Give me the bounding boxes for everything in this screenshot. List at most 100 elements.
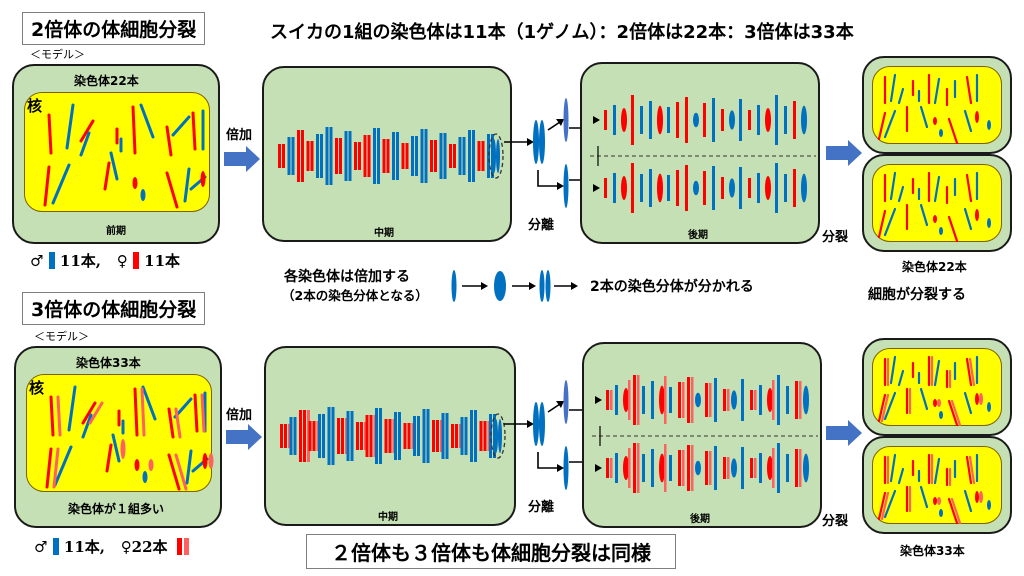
chromosome [310,141,314,171]
chromosome [933,175,941,203]
chromosome [140,189,146,201]
chromosome [963,489,973,513]
chromosome [388,419,392,453]
chromosome [470,410,473,462]
daughter-cell-1 [862,56,1012,154]
chromosome [449,144,452,168]
chromosome [105,443,113,473]
diploid-anaphase-cell: 後期 [580,62,820,244]
chromosome [329,127,333,185]
prophase-chromosomes [43,103,207,209]
chromosome [420,129,424,183]
chromosome [606,458,609,478]
chromosome [405,143,409,169]
chromosome [481,141,485,171]
chromosome [52,447,60,489]
chromosome [167,453,181,491]
chromosome [200,171,206,187]
chromosome [759,385,762,415]
chromosome [801,105,807,135]
double-arrow-icon [224,146,260,172]
chromosome [51,163,71,205]
chromosome [610,390,613,410]
chromosome [441,413,445,459]
chromosome [439,133,443,179]
chromosome [659,453,665,483]
chromosome [799,381,802,419]
chromosome [335,138,338,174]
chromosome [739,99,742,141]
chromosome [649,169,652,207]
chromosome [193,393,199,433]
chromosome [479,421,483,451]
chromosome [348,131,352,181]
chromosome [693,112,699,128]
chromosome [786,454,789,482]
chromosome [682,450,685,486]
chromosome [458,137,462,175]
chromosome [731,390,737,410]
chromosome [767,456,773,480]
daughter-cell-2 [862,154,1012,252]
prophase-label: 前期 [106,226,126,237]
chromosome [775,163,778,213]
chromosome [897,87,905,105]
chromosome [396,132,399,180]
chromosome [651,381,654,419]
chromosome [777,443,780,493]
arrow-head-icon [595,396,602,404]
chromosome [202,453,208,469]
chromosome [772,380,775,420]
chromosome [369,415,373,457]
nucleus-label: 核 [27,97,43,115]
double-label: 倍加 [226,128,253,143]
chromosome [933,497,937,505]
explanation-line2: （2本の染色分体となる） [282,288,428,303]
chromosome [939,129,943,137]
chromosome [919,203,929,227]
daughter-chromosomes [877,453,991,525]
chromosome [563,164,569,208]
chromosome [472,130,475,182]
chromosome [312,421,316,451]
chromosome-count-label: 染色体33本 [76,356,141,370]
cell-divides-label: 細胞が分裂する [868,287,966,303]
arrow-head-icon [593,184,600,192]
chromosome [356,422,359,450]
chromosome [642,386,645,414]
chromatid-explanation-diagram [451,270,578,302]
explanation-line1: 各染色体は倍加する [284,269,410,285]
chromosome [165,125,173,157]
chromosome [615,453,618,483]
chromosome [642,454,645,482]
chromosome [939,509,943,517]
nucleus: 核 [26,374,214,492]
chromosome [669,387,672,413]
chromosome [987,218,991,228]
division-label: 分裂 [822,514,849,529]
chromosome [545,270,551,302]
chromosome [208,453,214,469]
chromosome [413,416,416,456]
chromosome [318,414,321,458]
chromosome [803,453,809,483]
chromosome [799,449,802,487]
chromosome [436,420,439,452]
male-symbol: ♂ [30,252,44,270]
chromosome [563,446,569,490]
chromosome [765,108,771,132]
chromosome [628,380,631,420]
chromosome [937,399,941,407]
division-arrow-icon [826,140,862,166]
chromosome [667,175,670,201]
chromosome [705,383,708,417]
maternal-swatch [132,252,139,269]
chromosome [322,414,325,458]
diploid-metaphase-cell: 中期 [262,66,512,242]
daughter-cell-2 [862,436,1012,534]
separation-label: 分離 [528,500,555,515]
chromosome [293,417,297,455]
chromosome [727,389,730,411]
chromosome [426,409,430,463]
chromosome [748,178,751,198]
